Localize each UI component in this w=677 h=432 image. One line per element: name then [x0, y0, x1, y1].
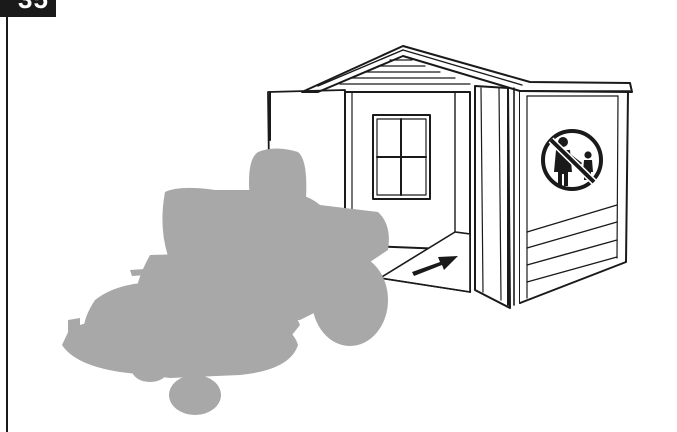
shed-window: [373, 115, 430, 199]
shed-door-right: [475, 86, 510, 308]
riding-mower-silhouette: [62, 149, 389, 416]
shed-side-wall: [520, 91, 628, 303]
no-children-warning-icon: [543, 131, 601, 189]
shed-floor: [380, 232, 470, 292]
